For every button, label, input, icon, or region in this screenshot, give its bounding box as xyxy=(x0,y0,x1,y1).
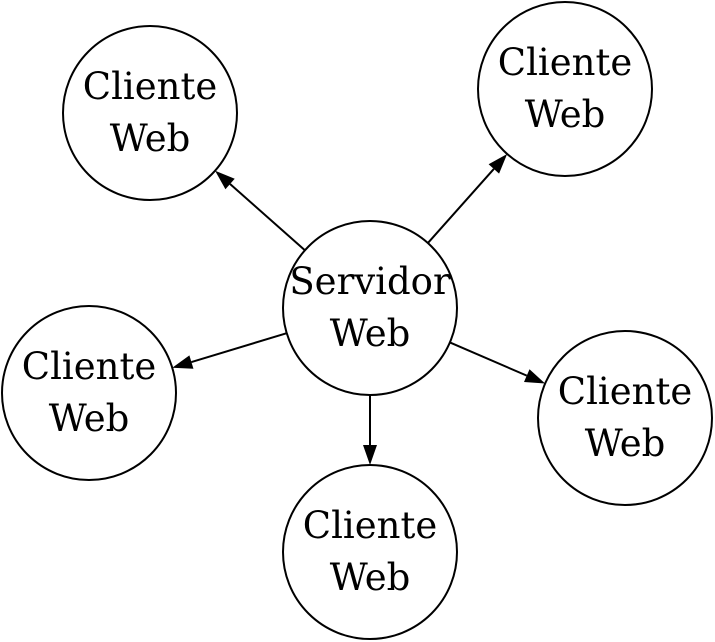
node-circle xyxy=(537,330,713,506)
edge-arrow xyxy=(449,341,546,384)
arrowhead xyxy=(363,445,377,465)
arrowhead xyxy=(488,153,508,174)
edge-line xyxy=(427,168,495,244)
edge-line xyxy=(229,183,306,252)
arrowhead xyxy=(215,170,235,190)
node-circle xyxy=(477,1,653,177)
node-circle xyxy=(62,25,238,201)
node-label: Servidor xyxy=(289,260,451,303)
node-label: Web xyxy=(525,93,606,136)
node-circle xyxy=(1,305,177,481)
node-label: Web xyxy=(49,397,130,440)
arrowhead xyxy=(523,369,546,384)
edge-arrow xyxy=(172,332,288,369)
node-label: Cliente xyxy=(22,345,156,388)
node-label: Cliente xyxy=(558,370,692,413)
edge-arrow xyxy=(427,153,508,244)
node-label: Cliente xyxy=(303,504,437,547)
edge-arrow xyxy=(363,395,377,465)
edge-line xyxy=(191,332,288,363)
node-label: Cliente xyxy=(83,65,217,108)
node-circle xyxy=(282,464,458,640)
edges xyxy=(172,153,546,465)
edge-line xyxy=(449,341,528,377)
node-label: Web xyxy=(110,117,191,160)
arrowhead xyxy=(172,355,194,369)
edge-arrow xyxy=(215,170,306,252)
node-label: Cliente xyxy=(498,41,632,84)
node-circle xyxy=(282,220,458,396)
node-label: Web xyxy=(330,312,411,355)
node-label: Web xyxy=(330,556,411,599)
node-label: Web xyxy=(585,422,666,465)
